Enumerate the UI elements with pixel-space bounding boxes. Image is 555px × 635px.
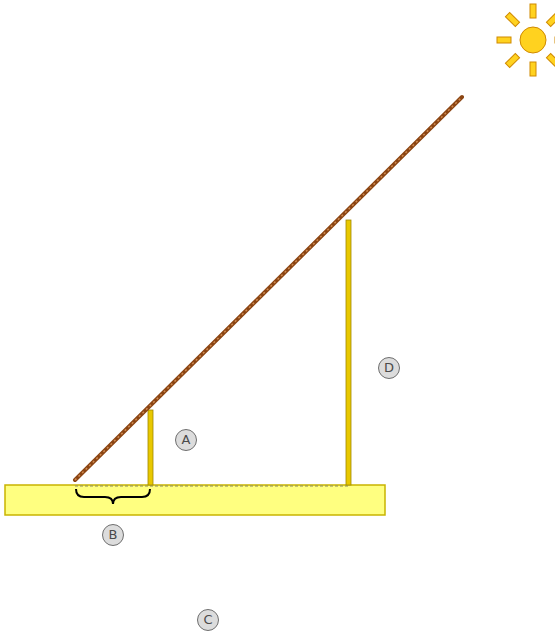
shadow-line bbox=[75, 486, 348, 487]
callout-letter: B bbox=[102, 524, 124, 546]
short-pole bbox=[148, 410, 153, 485]
ground-band bbox=[5, 485, 385, 515]
sun-ray bbox=[75, 97, 462, 480]
callout-letter: C bbox=[197, 609, 219, 631]
sun-symbol bbox=[497, 4, 555, 76]
shadow-bracket bbox=[76, 489, 150, 504]
callout-letter: D bbox=[378, 357, 400, 379]
sun-ray-texture bbox=[75, 97, 462, 480]
tall-pole bbox=[346, 220, 351, 485]
callout-letter: A bbox=[175, 429, 197, 451]
